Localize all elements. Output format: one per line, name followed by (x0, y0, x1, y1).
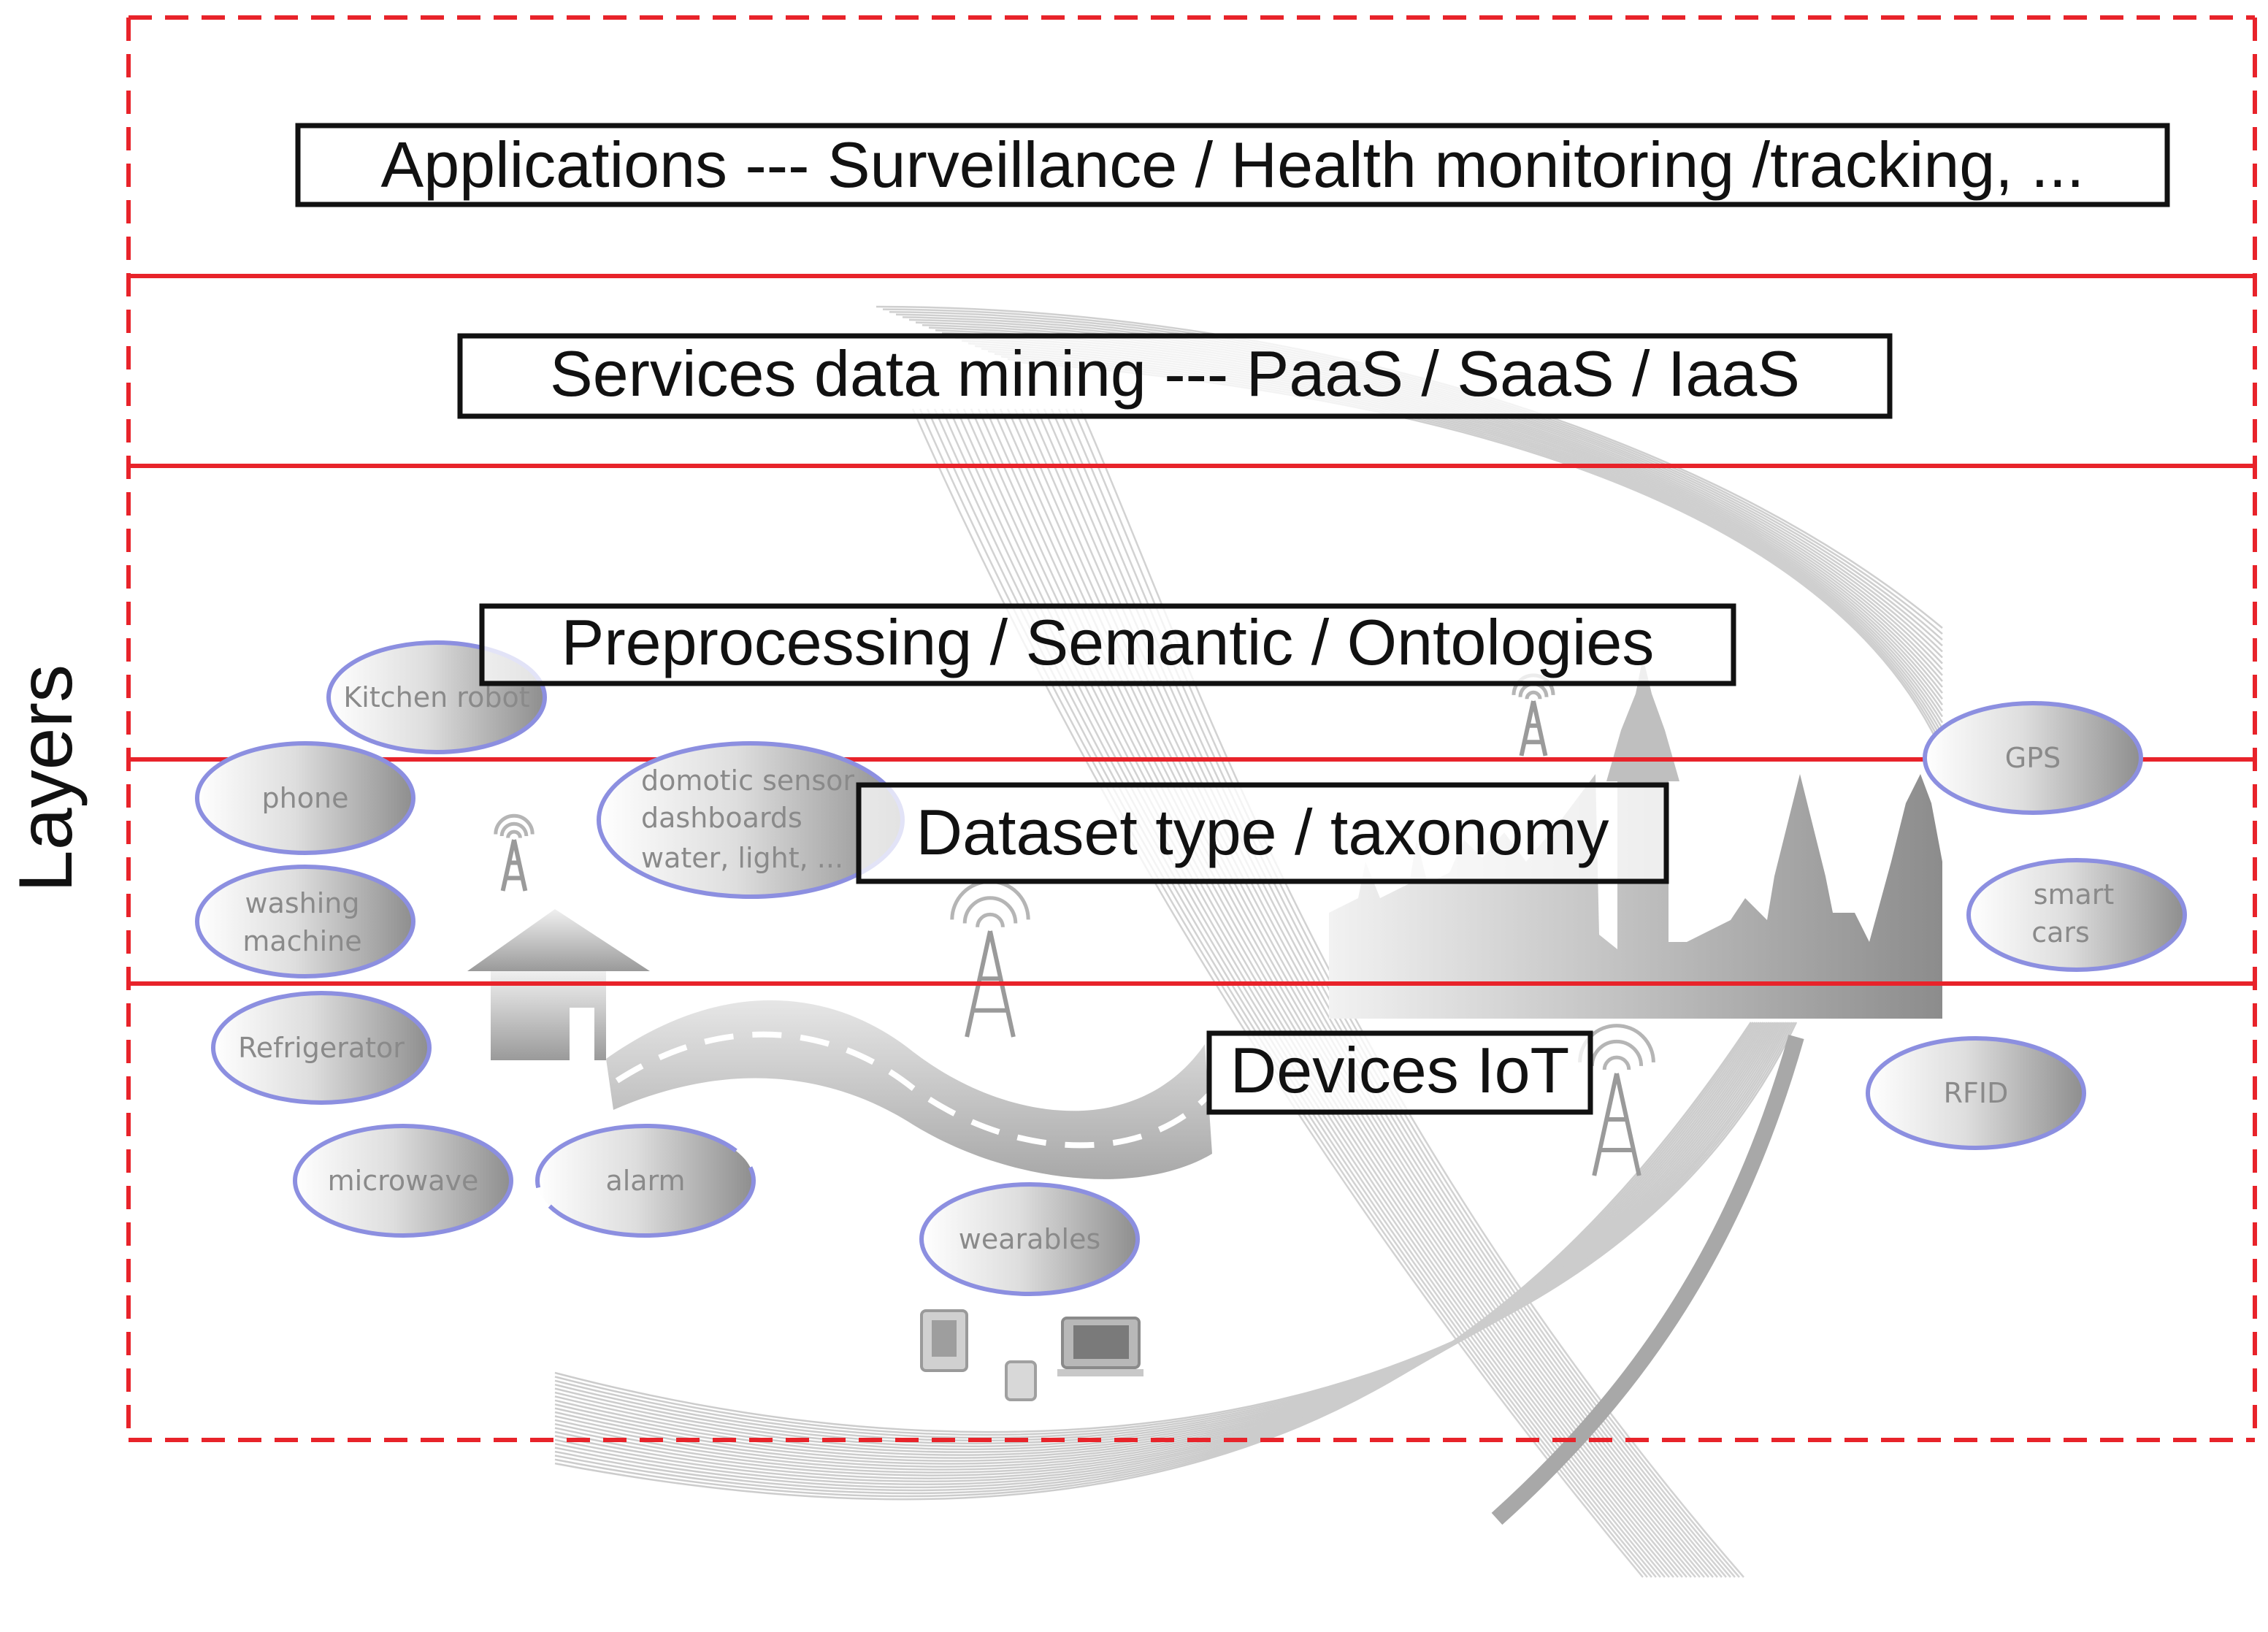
layer-label-preprocessing: Preprocessing / Semantic / Ontologies (479, 603, 1736, 686)
background-line (1079, 408, 1744, 1578)
layer-title-services: Services data mining --- PaaS / SaaS / I… (550, 337, 1800, 410)
background-line (554, 1022, 1784, 1453)
device-label-washing-line-1: washing (245, 887, 359, 919)
layer-frame (126, 15, 2257, 1442)
layer-label-dataset: Dataset type / taxonomy (856, 782, 1669, 884)
device-label-microwave: microwave (328, 1165, 479, 1197)
device-ovals: Kitchen robot phone washing machine Refr… (195, 640, 2187, 1296)
background-line (554, 1022, 1782, 1456)
background-line (554, 1022, 1796, 1436)
background-line (554, 1022, 1766, 1479)
background-line (1006, 408, 1701, 1578)
background-line (554, 1022, 1774, 1468)
layer-label-services: Services data mining --- PaaS / SaaS / I… (457, 333, 1893, 419)
background-line (926, 408, 1652, 1578)
device-oval-washing-machine: washing machine (195, 865, 415, 978)
layer-title-applications: Applications --- Surveillance / Health m… (381, 129, 2085, 201)
background-line (554, 1022, 1785, 1450)
background-line (554, 1022, 1792, 1442)
background-line (1043, 408, 1723, 1578)
background-line (977, 408, 1683, 1578)
background-line (554, 1022, 1752, 1501)
gadget-icons (920, 1309, 1143, 1401)
layer-title-preprocessing: Preprocessing / Semantic / Ontologies (562, 606, 1655, 678)
device-label-smart-line-2: cars (2031, 916, 2090, 949)
background-line (554, 1022, 1760, 1489)
device-oval-smart-cars: smart cars (1966, 858, 2187, 972)
background-line (554, 1022, 1793, 1439)
house-icon (467, 909, 650, 1060)
layer-label-applications: Applications --- Surveillance / Health m… (295, 123, 2170, 207)
background-line (554, 1022, 1768, 1476)
background-line (554, 1022, 1771, 1471)
background-line (554, 1022, 1798, 1433)
device-label-kitchen-robot: Kitchen robot (343, 681, 529, 713)
background-line (554, 1022, 1756, 1495)
device-label-domotic-line-3: water, light, ... (641, 842, 843, 874)
background-line (554, 1022, 1778, 1462)
background-line (554, 1022, 1776, 1465)
radio-tower-icon (494, 813, 535, 892)
background-line (999, 408, 1696, 1578)
radio-tower-icon (950, 879, 1030, 1038)
background-line (1072, 408, 1740, 1578)
device-oval-phone: phone (195, 741, 415, 855)
background-line (1021, 408, 1709, 1578)
background-line (1057, 408, 1731, 1578)
background-line (554, 1022, 1762, 1486)
background-line (1065, 408, 1736, 1578)
device-label-refrigerator: Refrigerator (238, 1032, 405, 1064)
device-oval-wearables: wearables (919, 1182, 1140, 1296)
background-line (554, 1022, 1754, 1498)
background-line (554, 1022, 1779, 1459)
layer-title-dataset: Dataset type / taxonomy (916, 796, 1609, 868)
background-line (948, 408, 1666, 1578)
background-line (992, 408, 1692, 1578)
device-oval-refrigerator: Refrigerator (211, 991, 432, 1105)
background-line (1050, 408, 1727, 1578)
background-line (554, 1022, 1770, 1474)
device-oval-alarm: alarm (535, 1124, 756, 1238)
layer-label-devices: Devices IoT (1206, 1030, 1593, 1115)
background-line (1028, 408, 1714, 1578)
device-label-phone: phone (262, 782, 349, 814)
background-line (554, 1022, 1790, 1445)
device-label-washing-line-2: machine (242, 925, 361, 957)
background-line (970, 408, 1679, 1578)
background-line (962, 408, 1674, 1578)
background-line (919, 408, 1648, 1578)
device-label-gps: GPS (2005, 742, 2061, 774)
device-label-domotic-line-2: dashboards (641, 802, 802, 834)
background-line (554, 1022, 1764, 1483)
radio-tower-icon (1512, 673, 1555, 756)
background-line (554, 1022, 1758, 1492)
device-oval-microwave: microwave (293, 1124, 513, 1238)
device-oval-rfid: RFID (1866, 1036, 2086, 1150)
background-line (911, 408, 1644, 1578)
layers-axis-label: Layers (4, 664, 88, 892)
device-label-smart-line-1: smart (2034, 878, 2115, 911)
background-line (933, 408, 1657, 1578)
background-line (1014, 408, 1705, 1578)
background-line (984, 408, 1687, 1578)
device-label-alarm: alarm (605, 1165, 685, 1197)
device-label-domotic-line-1: domotic sensor (641, 765, 854, 797)
layer-title-devices: Devices IoT (1230, 1034, 1570, 1106)
device-oval-domotic-sensor: domotic sensor dashboards water, light, … (597, 741, 905, 899)
background-line (940, 408, 1661, 1578)
device-label-rfid: RFID (1944, 1077, 2009, 1109)
background-line (955, 408, 1670, 1578)
device-oval-gps: GPS (1923, 701, 2143, 815)
background-line (1035, 408, 1718, 1578)
road-icon (606, 1000, 1212, 1179)
background-line (1491, 1034, 1804, 1525)
device-label-wearables: wearables (959, 1223, 1101, 1255)
